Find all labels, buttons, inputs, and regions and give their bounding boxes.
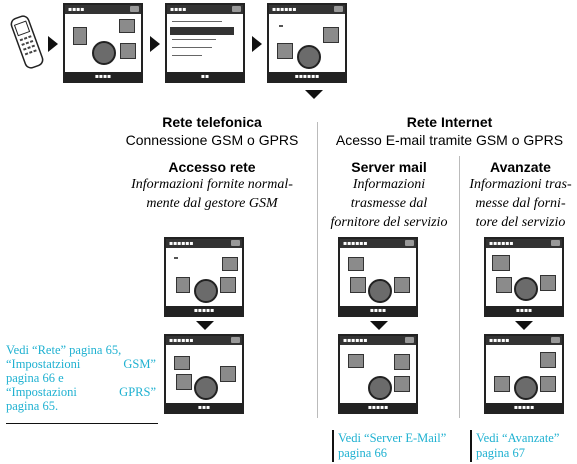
internet-subtitle: Acesso E-mail tramite GSM o GPRS	[335, 132, 564, 148]
arrow-down-icon	[305, 90, 323, 99]
phone-screen-icon: ▪▪▪▪▪ ▪▪▪▪▪	[484, 334, 564, 414]
server-mail-desc-1: Informazioni	[352, 177, 426, 192]
arrow-right-icon	[252, 36, 262, 52]
network-ref-4[interactable]: “Impostazioni GPRS”	[6, 385, 156, 399]
phone-screen-icon: ▪▪▪▪▪▪ ▪▪▪▪▪	[338, 334, 418, 414]
advanced-ref-2[interactable]: pagina 67	[476, 446, 525, 460]
phone-screen-icon: ▪▪▪▪▪▪ ▪▪▪▪▪	[164, 237, 244, 317]
network-ref-2-a: “Impostatzioni	[6, 357, 81, 371]
ref-bar	[332, 430, 334, 462]
phone-screen-icon: ▪▪▪▪▪▪ ▪▪▪▪▪▪	[267, 3, 347, 83]
phone-screen-icon: ▪▪▪▪▪▪ ▪▪▪	[164, 334, 244, 414]
network-title: Rete telefonica	[162, 114, 262, 130]
access-desc-2: mente dal gestore GSM	[146, 196, 278, 211]
access-title: Accesso rete	[168, 159, 256, 175]
server-ref-2[interactable]: pagina 66	[338, 446, 387, 460]
server-ref-1[interactable]: Vedi “Server E-Mail”	[338, 431, 447, 445]
server-mail-desc-2: trasmesse dal	[350, 196, 428, 211]
access-desc-1: Informazioni fornite normal-	[131, 177, 293, 192]
ref-bar	[470, 430, 472, 462]
vertical-rule	[317, 122, 318, 418]
network-ref-3[interactable]: pagina 66 e	[6, 371, 64, 385]
internet-title: Rete Internet	[406, 114, 493, 130]
advanced-title: Avanzate	[490, 159, 551, 175]
network-ref-4-a: “Impostazioni	[6, 385, 77, 399]
phone-icon	[6, 12, 48, 72]
divider	[6, 423, 158, 424]
network-ref-2-b: GSM”	[123, 357, 156, 371]
network-ref-5[interactable]: pagina 65.	[6, 399, 59, 413]
network-ref-1[interactable]: Vedi “Rete” pagina 65,	[6, 343, 122, 357]
server-mail-desc-3: fornitore del servizio	[330, 215, 448, 230]
network-ref-2[interactable]: “Impostatzioni GSM”	[6, 357, 156, 371]
arrow-down-icon	[370, 321, 388, 330]
network-ref-4-b: GPRS”	[119, 385, 156, 399]
vertical-rule	[459, 156, 460, 418]
advanced-desc-2: messe dal forni-	[475, 196, 566, 211]
phone-screen-icon: ▪▪▪▪▪▪ ▪▪▪▪	[484, 237, 564, 317]
advanced-ref-1[interactable]: Vedi “Avanzate”	[476, 431, 560, 445]
arrow-down-icon	[515, 321, 533, 330]
phone-screen-icon: ▪▪▪▪▪▪ ▪▪▪▪	[338, 237, 418, 317]
advanced-desc-1: Informazioni tras-	[469, 177, 572, 192]
arrow-down-icon	[196, 321, 214, 330]
network-subtitle: Connessione GSM o GPRS	[125, 132, 299, 148]
phone-screen-icon: ▪▪▪▪ ▪▪▪▪	[63, 3, 143, 83]
arrow-right-icon	[150, 36, 160, 52]
phone-screen-icon: ▪▪▪▪ ▪▪	[165, 3, 245, 83]
arrow-right-icon	[48, 36, 58, 52]
server-mail-title: Server mail	[351, 159, 427, 175]
advanced-desc-3: tore del servizio	[475, 215, 566, 230]
